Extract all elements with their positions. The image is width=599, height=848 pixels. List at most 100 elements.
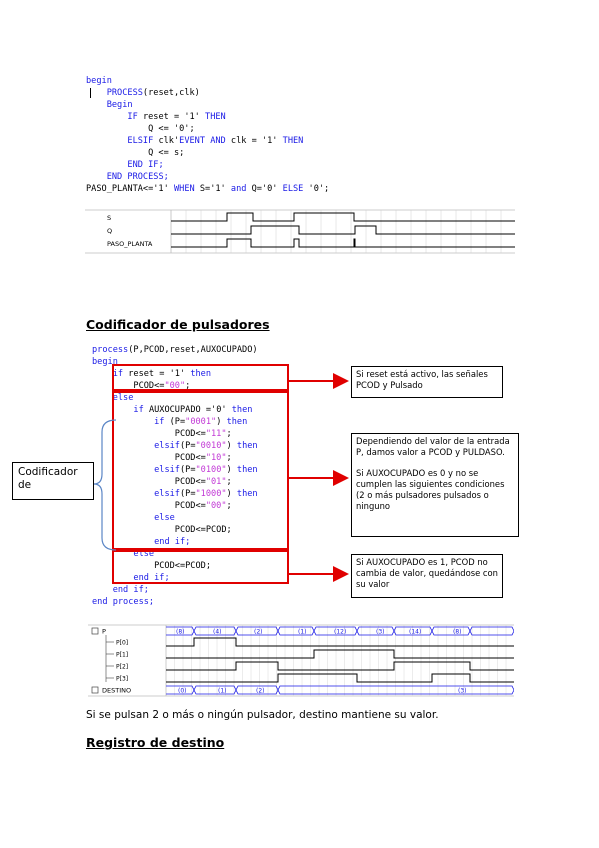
code-token: then	[190, 369, 212, 379]
code-line: END IF;	[86, 160, 164, 170]
code-token: END IF;	[127, 160, 164, 170]
code-line: end if;	[92, 573, 170, 583]
code-token: PASO_PLANTA<='1'	[86, 184, 174, 194]
code-line: PCOD<=PCOD;	[92, 525, 232, 535]
code-token: end if;	[154, 537, 191, 547]
bus-p-value: (4)	[213, 629, 222, 636]
code-token: WHEN	[173, 184, 195, 194]
highlight-box-else	[112, 391, 289, 550]
highlight-box-ocupado	[112, 550, 289, 584]
code-token: ;	[226, 477, 232, 487]
code-line: elsif(P="0010") then	[92, 441, 258, 451]
expand-icon	[91, 686, 99, 694]
left-brace	[93, 419, 117, 551]
code-token: "00"	[164, 381, 186, 391]
note-auxocupado: Si AUXOCUPADO es 1, PCOD no cambia de va…	[351, 554, 503, 598]
code-token: ;	[226, 501, 232, 511]
code-line: PCOD<="00";	[92, 501, 232, 511]
code-token: if	[154, 417, 165, 427]
code-line: end process;	[92, 597, 154, 607]
code-token: '0';	[303, 184, 330, 194]
bit-trace	[166, 673, 514, 683]
paragraph-destino: Si se pulsan 2 o más o ningún pulsador, …	[86, 709, 439, 721]
code-token: "0100"	[195, 465, 227, 475]
section-heading-codificador: Codificador de pulsadores	[86, 317, 270, 332]
code-token: (P=	[179, 441, 196, 451]
note-reset-text: Si reset está activo, las señales PCOD y…	[356, 369, 488, 390]
waveform-2: P(8)(4)(2)(1)(12)(3)(14)(8)P[0]P[1]P[2]P…	[88, 623, 514, 698]
code-token: reset = '1'	[123, 369, 191, 379]
bus-destino-value: (0)	[178, 688, 187, 695]
code-line: elsif(P="1000") then	[92, 489, 258, 499]
code-token: begin	[92, 357, 118, 367]
code-line: PASO_PLANTA<='1' WHEN S='1' and Q='0' EL…	[86, 184, 329, 194]
note-entrada-p-text2: Si AUXOCUPADO es 0 y no se cumplen las s…	[356, 468, 505, 511]
code-token: ELSIF	[127, 136, 154, 146]
code-token: else	[133, 549, 155, 559]
bus-p-value: (8)	[176, 629, 185, 636]
code-token: PCOD<=	[92, 429, 206, 439]
bus-p-segment	[356, 626, 395, 636]
code-token: AUXOCUPADO ='0'	[143, 405, 232, 415]
bus-p-segment	[431, 626, 471, 636]
side-label-codificador: Codificador de	[12, 462, 94, 500]
bit-trace	[166, 661, 514, 671]
code-token: (reset,clk)	[142, 88, 200, 98]
signal-trace	[171, 225, 515, 235]
code-line: Q <= s;	[86, 148, 184, 158]
code-token: PROCESS	[106, 88, 143, 98]
code-line: PROCESS(reset,clk)	[86, 88, 200, 98]
code-token: THEN	[282, 136, 304, 146]
code-token: and	[230, 184, 247, 194]
bus-p-segment	[277, 626, 315, 636]
code-token: if	[112, 369, 124, 379]
bus-destino-segment	[277, 685, 514, 695]
code-listing-1: begin PROCESS(reset,clk) Begin IF reset …	[86, 75, 329, 195]
note-auxocupado-text: Si AUXOCUPADO es 1, PCOD no cambia de va…	[356, 557, 498, 589]
code-token: PCOD<=	[92, 453, 206, 463]
code-token: clk = '1'	[225, 136, 283, 146]
code-token: EVENT AND	[179, 136, 226, 146]
code-token: PCOD<=	[92, 501, 206, 511]
bus-destino-value: (1)	[218, 688, 227, 695]
code-token: elsif	[154, 465, 180, 475]
code-token: IF	[127, 112, 138, 122]
bus-p-value: (2)	[254, 629, 263, 636]
code-token: S='1'	[194, 184, 231, 194]
code-token: else	[154, 513, 175, 523]
bit-label: P[2]	[116, 664, 128, 671]
code-token: Q='0'	[246, 184, 283, 194]
code-token: then	[231, 405, 253, 415]
code-token: end if;	[112, 585, 149, 595]
bit-label: P[1]	[116, 652, 128, 659]
code-token: (P=	[179, 465, 196, 475]
code-line: PCOD<="10";	[92, 453, 232, 463]
code-line: if AUXOCUPADO ='0' then	[92, 405, 252, 415]
code-line: Q <= '0';	[86, 124, 195, 134]
code-token: "1000"	[195, 489, 227, 499]
bus-p-value: (1)	[298, 629, 307, 636]
code-token: PCOD<=	[92, 477, 206, 487]
code-token: "10"	[205, 453, 227, 463]
signal-trace	[171, 212, 515, 222]
bus-destino-value: (2)	[256, 688, 265, 695]
code-token: "0001"	[185, 417, 217, 427]
note-entrada-p: Dependiendo del valor de la entrada P, d…	[351, 433, 519, 537]
bus-p-value: (8)	[453, 629, 462, 636]
bus-p-value: (3)	[376, 629, 385, 636]
code-line: end if;	[92, 585, 149, 595]
code-token: end if;	[133, 573, 170, 583]
code-token: PCOD<=PCOD;	[92, 525, 232, 535]
bus-label-p: P	[102, 628, 106, 636]
code-token: THEN	[205, 112, 226, 122]
bus-destino-segment	[235, 685, 279, 695]
code-token: ELSE	[282, 184, 304, 194]
bit-trace	[166, 649, 514, 659]
code-line: else	[92, 549, 154, 559]
code-token: then	[236, 441, 258, 451]
code-token: then	[226, 417, 248, 427]
code-line: if reset = '1' then	[92, 369, 211, 379]
code-token: end process;	[92, 597, 155, 607]
bus-p-value: (12)	[334, 629, 346, 636]
code-token: "11"	[205, 429, 227, 439]
